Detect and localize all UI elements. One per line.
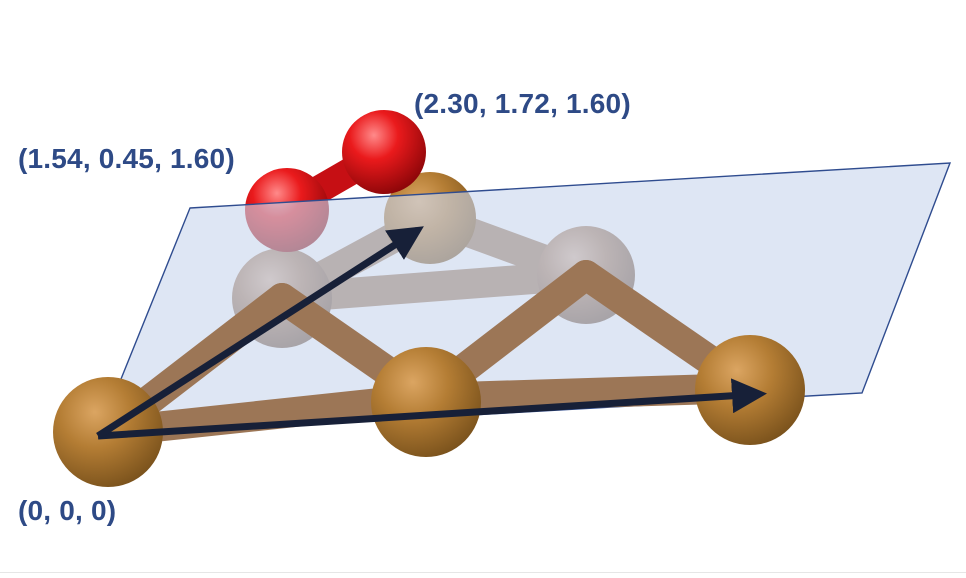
lattice-vector-b: [96, 226, 424, 439]
oxygen-atom: [342, 110, 426, 194]
metal-atom: [695, 335, 805, 445]
oxygen-1-coordinate-label: (1.54, 0.45, 1.60): [18, 143, 235, 174]
origin-coordinate-label: (0, 0, 0): [18, 495, 117, 526]
lattice-vectors: [96, 226, 767, 440]
lattice-vector-a: [97, 378, 767, 440]
metal-atom: [371, 347, 481, 457]
bottom-divider: [0, 572, 966, 573]
oxygen-2-coordinate-label: (2.30, 1.72, 1.60): [414, 88, 631, 119]
